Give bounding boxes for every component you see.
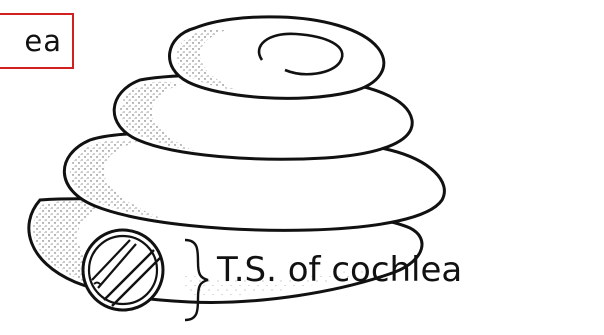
cross-section-circle: [83, 230, 163, 310]
ts-of-cochlea-label: T.S. of cochlea: [217, 250, 462, 290]
apical-turn: [170, 17, 384, 98]
